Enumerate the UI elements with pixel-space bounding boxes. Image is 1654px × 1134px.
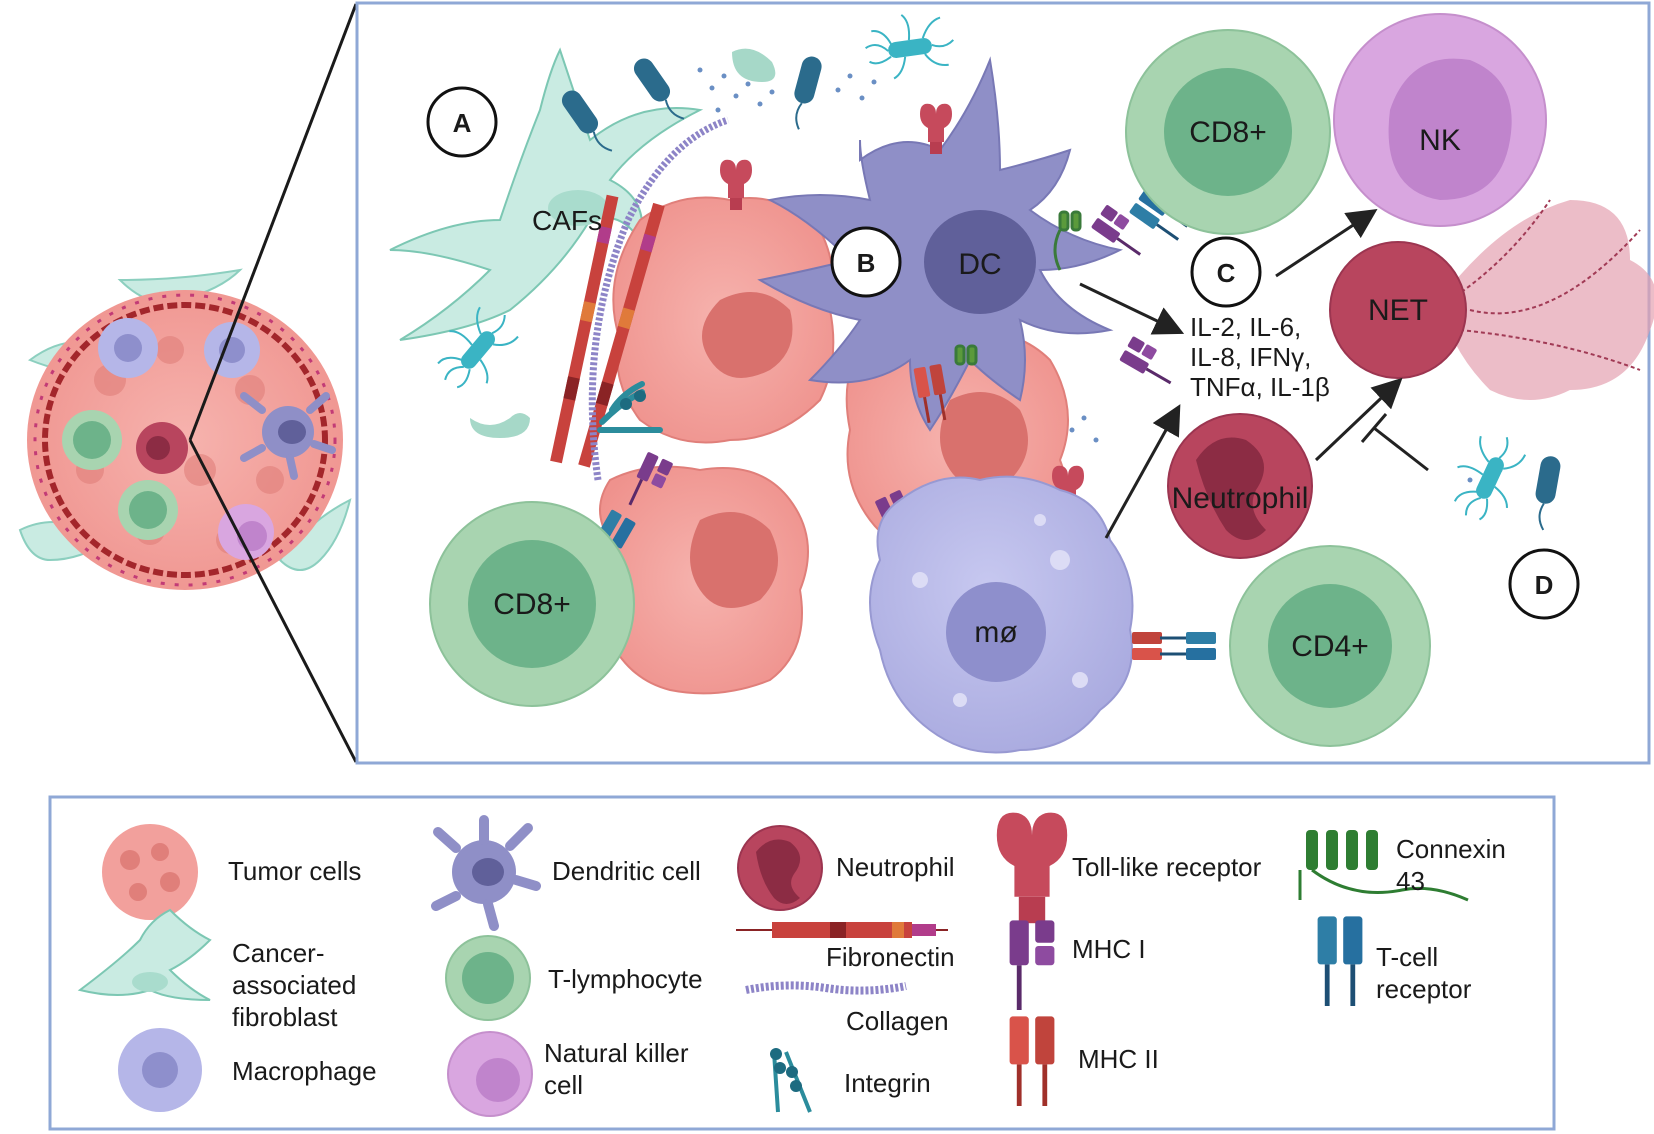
legend-mhc2-label: MHC II — [1078, 1044, 1159, 1074]
cd8-t-cell-bottom: CD8+ — [429, 501, 635, 707]
overview-ecm-ring — [33, 293, 337, 587]
legend-fibronectin-label: Fibronectin — [826, 942, 955, 972]
panel-marker-b: B — [830, 226, 902, 298]
legend-connexin-icon — [1298, 830, 1469, 902]
bacterium-bean — [470, 413, 530, 438]
arrow-dc-to-cytokines — [1079, 282, 1185, 335]
legend-collagen-icon — [745, 981, 907, 995]
cd4-t-cell: CD4+ — [1229, 545, 1431, 747]
legend-connexin-label-2: 43 — [1396, 866, 1425, 896]
net-structure: NET — [1329, 199, 1654, 400]
macrophage-cell: mø — [869, 475, 1134, 754]
tumor-cell-upper — [612, 196, 835, 444]
legend-nk-label-1: Natural killer — [544, 1038, 689, 1068]
legend-neutrophil-icon — [737, 825, 823, 911]
svg-text:D: D — [1535, 570, 1554, 600]
neutrophil-cell: Neutrophil — [1167, 413, 1313, 559]
legend-tcr-label-1: T-cell — [1376, 942, 1438, 972]
panel-marker-a: A — [426, 86, 498, 158]
legend-nk-label-2: cell — [544, 1070, 583, 1100]
legend-dendritic-cell-icon — [431, 815, 541, 931]
legend-nk-icon — [447, 1031, 533, 1117]
legend-tumor-cells-icon — [102, 824, 198, 920]
legend-tumor-cells-label: Tumor cells — [228, 856, 361, 886]
collagen-strand — [588, 116, 730, 481]
cd8-top-label: CD8+ — [1189, 116, 1267, 149]
overview-tumor — [18, 268, 352, 590]
panel-marker-c: C — [1190, 236, 1262, 308]
legend-t-lymphocyte-icon — [445, 935, 531, 1021]
cytokine-line-1: IL-2, IL-6, — [1190, 312, 1301, 342]
legend-tlr-label: Toll-like receptor — [1072, 852, 1262, 882]
arrow-neutrophil-to-net — [1314, 377, 1403, 462]
legend-caf-label-3: fibroblast — [232, 1002, 338, 1032]
legend-fibronectin-icon — [736, 922, 948, 938]
zoom-line-top — [188, 3, 358, 441]
legend-caf-label-2: associated — [232, 970, 356, 1000]
legend-tcr-label-2: receptor — [1376, 974, 1472, 1004]
legend-caf-label-1: Cancer- — [232, 938, 324, 968]
bacterium-bean — [732, 48, 776, 82]
macrophage-label: mø — [974, 616, 1017, 649]
overview-dc — [240, 392, 336, 480]
nk-cell: NK — [1333, 13, 1547, 227]
caf-cell — [389, 47, 704, 341]
overview-ecm-ring — [42, 302, 328, 578]
cd8-bottom-label: CD8+ — [493, 588, 571, 621]
cytokine-line-2: IL-8, IFNγ, — [1190, 342, 1311, 372]
inhibition-bacteria-to-net — [1360, 413, 1429, 472]
legend-caf-icon — [77, 908, 212, 1001]
legend-collagen-label: Collagen — [846, 1006, 949, 1036]
legend-macrophage-icon — [118, 1028, 202, 1112]
panel-marker-d: D — [1508, 548, 1580, 620]
tumor-cell-lower — [599, 465, 809, 695]
integrin-receptor — [597, 381, 663, 433]
legend-connexin-label-1: Connexin — [1396, 834, 1506, 864]
cd4-label: CD4+ — [1291, 630, 1369, 663]
cd8-t-cell-top: CD8+ — [1125, 29, 1331, 235]
legend-integrin-label: Integrin — [844, 1068, 931, 1098]
cafs-label: CAFs — [532, 205, 602, 236]
arrow-macrophage-to-cytokines — [1104, 404, 1181, 539]
legend-macrophage-label: Macrophage — [232, 1056, 377, 1086]
arrow-cytokines-to-nk — [1275, 209, 1378, 278]
dc-label: DC — [958, 248, 1001, 281]
legend-t-lymphocyte-label: T-lymphocyte — [548, 964, 703, 994]
legend-neutrophil-label: Neutrophil — [836, 852, 955, 882]
svg-text:C: C — [1217, 258, 1236, 288]
cytokine-list: IL-2, IL-6, IL-8, IFNγ, TNFα, IL-1β — [1190, 312, 1330, 402]
cytokine-line-3: TNFα, IL-1β — [1190, 372, 1330, 402]
svg-text:A: A — [453, 108, 472, 138]
legend-mhc1-label: MHC I — [1072, 934, 1146, 964]
neutrophil-label: Neutrophil — [1172, 482, 1309, 515]
net-label: NET — [1368, 294, 1428, 327]
legend-integrin-icon — [770, 1048, 812, 1113]
zoom-line-bottom — [188, 439, 358, 763]
svg-text:B: B — [857, 248, 876, 278]
nk-label: NK — [1419, 124, 1461, 157]
legend-dendritic-cell-label: Dendritic cell — [552, 856, 701, 886]
